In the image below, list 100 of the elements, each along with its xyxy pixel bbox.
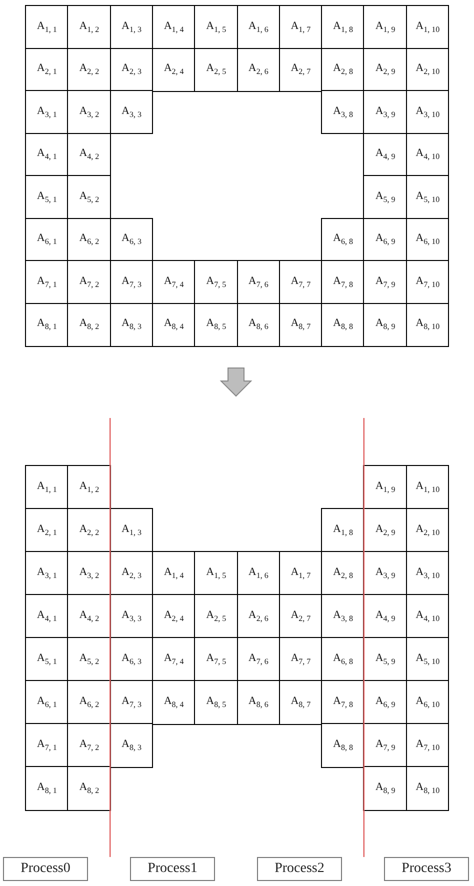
matrix-cell [406,465,450,510]
element-label: A$_{4, 9}$ [375,609,396,624]
element-label: A$_{2, 6}$ [248,609,268,624]
element-label: A$_{8, 9}$ [375,317,396,332]
matrix-cell [194,551,238,596]
matrix-cell [406,5,450,49]
element-label: A$_{1, 10}$ [416,20,440,34]
matrix-cell [25,766,69,810]
element-label: A$_{5, 1}$ [36,190,57,204]
element-label: A$_{7, 3}$ [122,274,142,290]
matrix-cell [406,175,450,219]
element-label: A$_{6, 9}$ [375,695,396,710]
element-label: A$_{6, 1}$ [36,232,57,247]
matrix-cell [321,508,365,552]
element-label: A$_{8, 3}$ [122,738,142,752]
element-label: A$_{1, 1}$ [36,20,57,34]
element-label: A$_{5, 9}$ [375,190,396,204]
element-label: A$_{6, 2}$ [79,695,100,710]
element-label: A$_{3, 10}$ [416,566,440,580]
element-label: A$_{3, 1}$ [36,566,57,580]
matrix-cell [363,594,408,638]
matrix-cell [25,723,69,768]
matrix-cell [25,508,69,552]
element-label: A$_{7, 9}$ [375,738,396,752]
element-label: A$_{1, 5}$ [206,566,226,580]
process-label-box: Process2 [257,857,342,881]
matrix-cell [406,90,450,134]
matrix-cell [363,5,408,49]
element-label: A$_{7, 2}$ [79,738,100,752]
matrix-cell [236,680,280,724]
process-label-box: Process1 [130,857,215,881]
element-label: A$_{8, 7}$ [290,695,311,710]
element-label: A$_{7, 2}$ [79,274,100,290]
element-label: A$_{4, 9}$ [375,147,396,162]
element-label: A$_{1, 3}$ [122,20,142,34]
matrix-cell [321,260,365,304]
element-label: A$_{6, 3}$ [122,652,142,666]
element-label: A$_{7, 9}$ [375,274,396,290]
matrix-cell [321,302,365,346]
element-label: A$_{4, 10}$ [416,147,440,162]
element-label: A$_{7, 1}$ [36,738,57,752]
element-label: A$_{5, 10}$ [416,652,440,666]
element-label: A$_{6, 1}$ [36,695,57,710]
element-label: A$_{4, 1}$ [36,609,57,624]
element-label: A$_{2, 5}$ [206,609,226,624]
matrix-cell [321,5,365,49]
element-label: A$_{7, 10}$ [416,738,440,752]
matrix-cell [67,465,112,510]
element-label: A$_{1, 8}$ [333,523,353,538]
element-label: A$_{1, 2}$ [79,480,100,494]
matrix-cell [25,260,69,304]
matrix-cell [110,90,154,134]
element-label: A$_{1, 6}$ [248,20,268,34]
element-label: A$_{7, 4}$ [164,652,184,666]
element-label: A$_{6, 2}$ [79,232,100,247]
element-label: A$_{8, 2}$ [79,317,100,332]
element-label: A$_{7, 5}$ [206,652,226,666]
matrix-cell [363,302,408,346]
element-label: A$_{2, 7}$ [290,62,311,77]
matrix-cell [406,302,450,346]
element-label: A$_{7, 7}$ [290,652,311,666]
matrix-cell [25,594,69,638]
element-label: A$_{3, 10}$ [416,104,440,120]
element-label: A$_{8, 1}$ [36,317,57,332]
element-label: A$_{2, 5}$ [206,62,226,77]
element-label: A$_{8, 6}$ [248,695,268,710]
element-label: A$_{8, 9}$ [375,781,396,796]
matrix-cell [363,723,408,768]
matrix-cell [25,5,69,49]
element-label: A$_{2, 8}$ [333,566,353,580]
matrix-cell [67,551,112,596]
element-label: A$_{3, 3}$ [122,104,142,120]
element-label: A$_{2, 3}$ [122,62,142,77]
element-label: A$_{2, 6}$ [248,62,268,77]
matrix-cell [278,680,323,724]
matrix-cell [110,218,154,262]
matrix-cell [363,680,408,724]
element-label: A$_{7, 4}$ [164,274,184,290]
element-label: A$_{7, 6}$ [248,274,268,290]
element-label: A$_{7, 6}$ [248,652,268,666]
element-label: A$_{8, 5}$ [206,317,226,332]
element-label: A$_{6, 10}$ [416,695,440,710]
matrix-cell [321,90,365,134]
element-label: A$_{5, 1}$ [36,652,57,666]
matrix-cell [406,680,450,724]
element-label: A$_{8, 6}$ [248,317,268,332]
element-label: A$_{2, 3}$ [122,566,142,580]
matrix-cell [194,637,238,682]
matrix-cell [67,175,112,219]
matrix-cell [25,90,69,134]
matrix-cell [406,260,450,304]
element-label: A$_{7, 10}$ [416,274,440,290]
element-label: A$_{6, 8}$ [333,652,353,666]
element-label: A$_{8, 10}$ [416,781,440,796]
element-label: A$_{2, 1}$ [36,523,57,538]
matrix-cell [406,594,450,638]
element-label: A$_{5, 2}$ [79,652,100,666]
element-label: A$_{8, 4}$ [164,317,184,332]
element-label: A$_{6, 10}$ [416,232,440,247]
element-label: A$_{6, 9}$ [375,232,396,247]
